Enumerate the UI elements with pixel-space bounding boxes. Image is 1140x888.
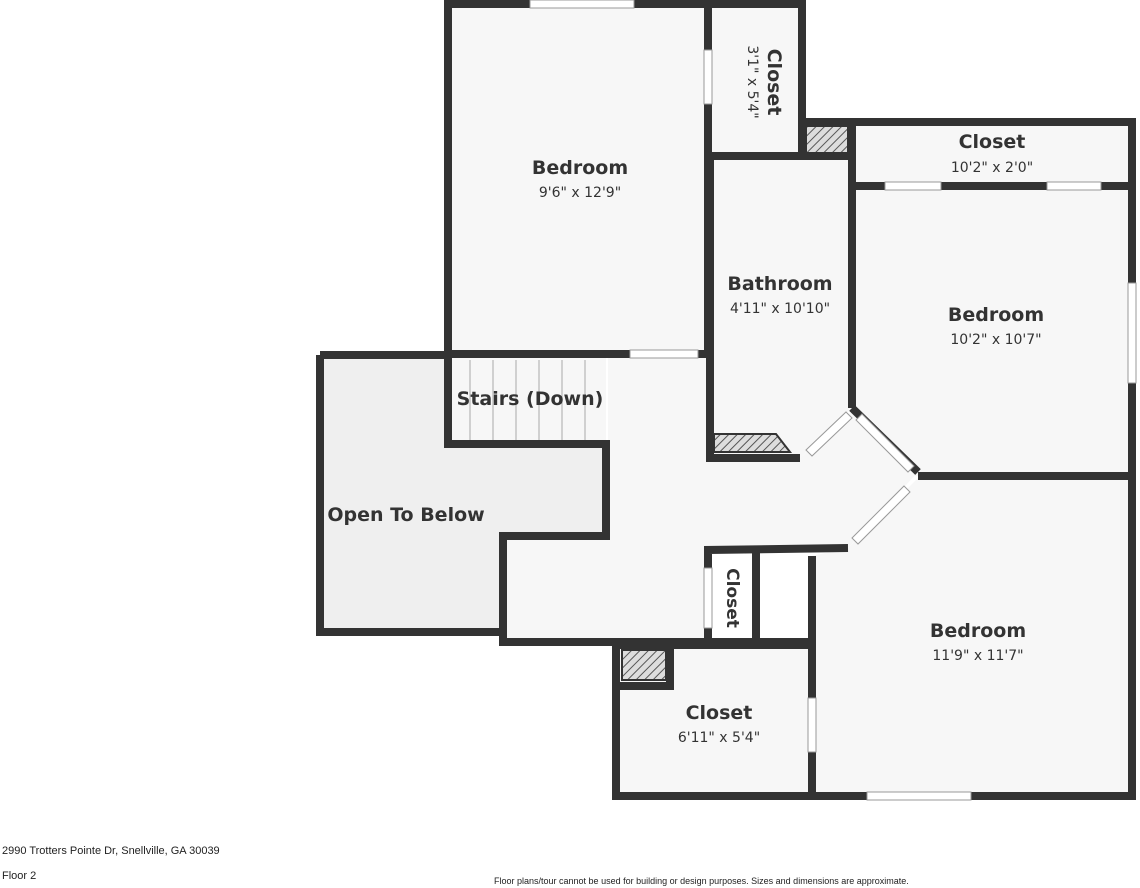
room-label: Closet (763, 49, 785, 116)
bathroom-fill (710, 158, 852, 458)
window (866, 791, 972, 801)
stair-treads (469, 360, 586, 440)
hatched-chase (621, 649, 667, 681)
floor-label: Floor 2 (2, 870, 37, 882)
open-to-below-fill (320, 355, 606, 632)
closet-right-fill (852, 122, 1132, 186)
doorway (851, 485, 911, 545)
window (529, 0, 635, 9)
room-dimensions: 11'9" x 11'7" (932, 648, 1023, 664)
room-label: Stairs (Down) (457, 388, 604, 410)
hatched-chase (713, 433, 793, 453)
address: 2990 Trotters Pointe Dr, Snellville, GA … (2, 845, 220, 857)
bedroom-bottom-fill (812, 478, 1132, 796)
doorway (629, 349, 699, 359)
room-label: Closet (686, 702, 753, 724)
doorway (703, 567, 713, 629)
hallway-fill (503, 355, 918, 642)
room-label: Closet (959, 131, 1026, 153)
doorway (884, 181, 942, 191)
doorway (807, 697, 817, 753)
room-label: Bedroom (930, 620, 1026, 642)
room-label: Bedroom (532, 157, 628, 179)
disclaimer: Floor plans/tour cannot be used for buil… (494, 876, 909, 886)
room-dimensions: 4'11" x 10'10" (730, 301, 830, 317)
closet-top-fill (708, 4, 802, 156)
doorway (703, 49, 713, 105)
room-dimensions: 3'1" x 5'4" (744, 45, 760, 118)
room-dimensions: 10'2" x 10'7" (950, 332, 1041, 348)
doorway (1046, 181, 1102, 191)
room-label: Bedroom (948, 304, 1044, 326)
doorway (805, 411, 853, 457)
window (1127, 282, 1137, 384)
bedroom-right-fill (852, 186, 1132, 476)
room-dimensions: 9'6" x 12'9" (539, 185, 621, 201)
stairs-fill (448, 358, 606, 442)
room-label: Bathroom (727, 273, 832, 295)
hatched-chase (805, 125, 849, 155)
room-label: Closet (722, 568, 742, 628)
doorway (855, 413, 915, 473)
room-dimensions: 6'11" x 5'4" (678, 730, 760, 746)
room-label: Open To Below (327, 504, 484, 526)
room-dimensions: 10'2" x 2'0" (951, 160, 1033, 176)
bedroom-top-fill (448, 4, 708, 354)
